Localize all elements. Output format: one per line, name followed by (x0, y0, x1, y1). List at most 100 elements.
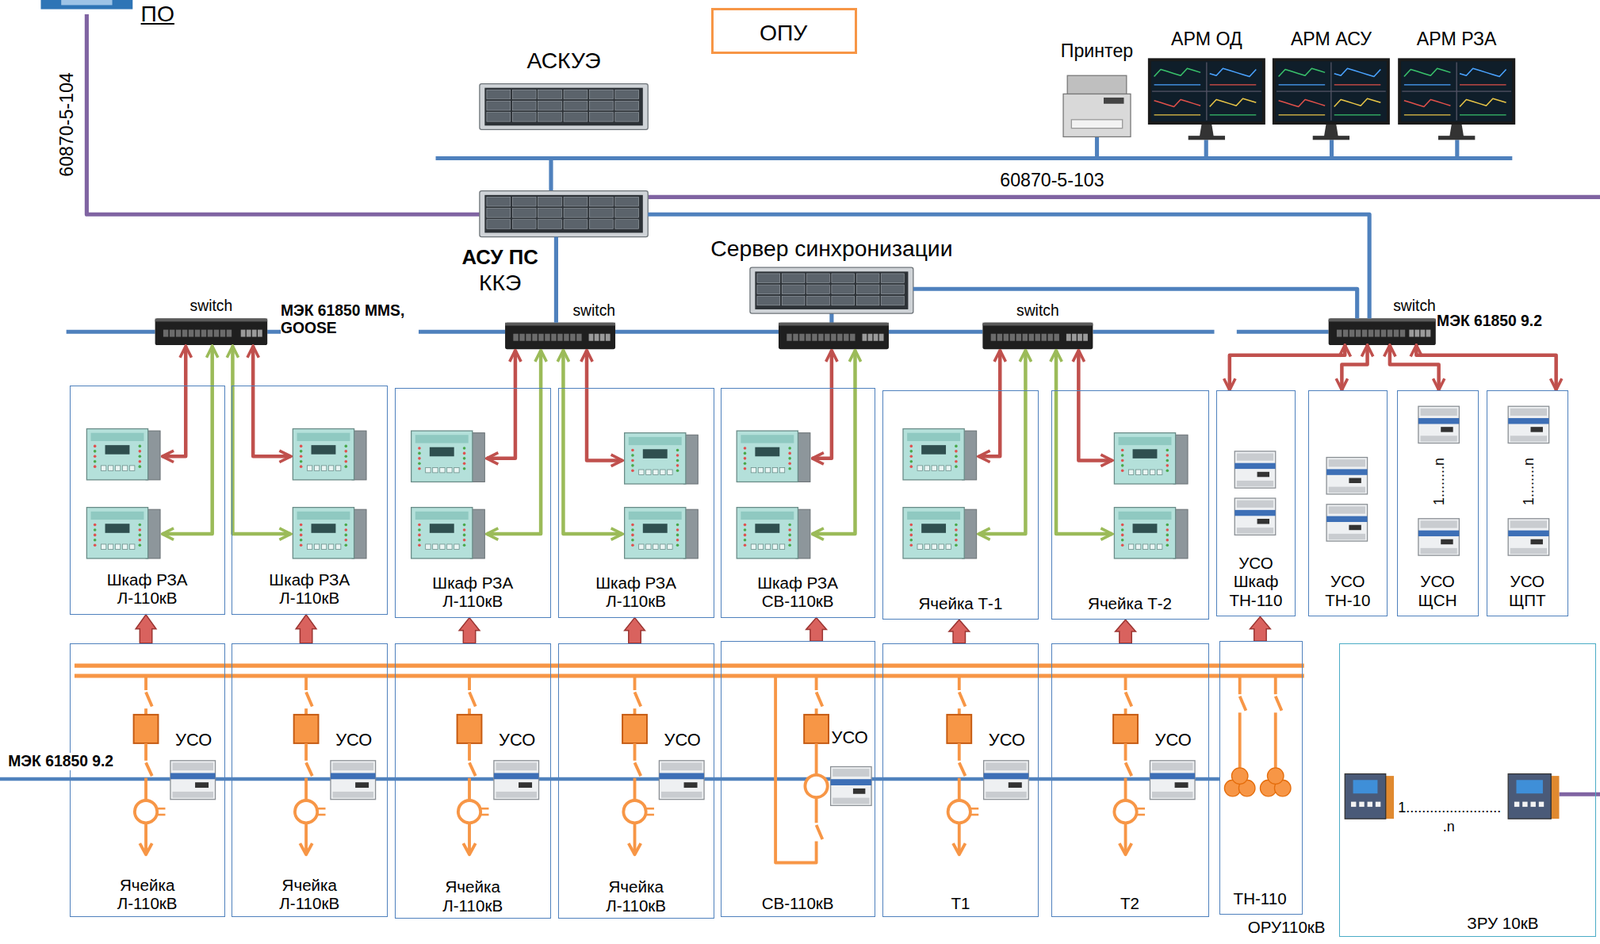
switch-port (182, 329, 188, 337)
bay-wire (144, 822, 148, 854)
drive-bay (856, 295, 880, 306)
node-text: УСО (335, 729, 381, 750)
switch-port (226, 329, 232, 337)
bay-box: ТН-110ОРУ110кВ (1219, 640, 1304, 915)
drive-bay (615, 89, 640, 100)
screen-chart (1404, 68, 1451, 77)
drive-bay (807, 295, 831, 306)
relay-screen (643, 523, 668, 533)
uso-body (658, 760, 705, 800)
relay-button (931, 465, 937, 471)
relay-button (1367, 801, 1373, 807)
relay-led (788, 543, 792, 547)
annotation-label: 1........................ (1397, 799, 1501, 816)
uso-body (1508, 518, 1549, 556)
relay-strip (740, 434, 794, 443)
network-bus (615, 329, 779, 334)
relay-led (344, 528, 348, 532)
switch-port (1041, 333, 1047, 341)
relay-led (299, 543, 303, 547)
relay-button (447, 543, 452, 549)
switch-port (220, 329, 226, 337)
uso-band (983, 772, 1030, 779)
relay-led (676, 463, 680, 467)
network-bus (66, 329, 156, 334)
node-text: switch (1379, 297, 1436, 315)
relay-led (1166, 538, 1170, 542)
relay-led (463, 538, 467, 542)
workstation: АРМ ОД (1148, 57, 1266, 125)
screen-chart (1154, 114, 1202, 115)
switch-port (525, 333, 531, 341)
current-transformer (804, 774, 827, 797)
drive-bay (831, 273, 855, 284)
relay-led (954, 533, 958, 537)
block-arrow (949, 619, 970, 644)
relay-led (631, 469, 635, 473)
connector (554, 237, 559, 323)
breaker-symbol (457, 714, 483, 743)
network-switch: switch (982, 322, 1093, 349)
relay-strip (297, 432, 351, 441)
transformer-lead (1136, 807, 1145, 810)
relay-front (292, 507, 354, 559)
current-transformer (948, 800, 971, 823)
relay-button (1156, 469, 1162, 475)
node-text: Т1 (909, 893, 1012, 913)
uso-terminals (1152, 761, 1193, 770)
uso-band (330, 772, 376, 779)
relay-strip (297, 511, 351, 520)
switch-port (1349, 329, 1355, 337)
switch-port (557, 333, 563, 341)
network-drop (1204, 139, 1209, 158)
printer: Принтер (1063, 75, 1131, 137)
uso-terminals (1236, 452, 1274, 460)
outgoing-arrow (463, 842, 475, 854)
transformer-lead (646, 807, 655, 810)
relay-button (750, 543, 756, 549)
disconnector-symbol (635, 692, 642, 707)
relay-led (631, 528, 635, 532)
drive-bay (538, 219, 563, 230)
relay-led (788, 533, 792, 537)
printer-body (1063, 93, 1131, 137)
relay-button (1142, 469, 1148, 475)
switch-port (1393, 329, 1399, 337)
bay-wire (957, 708, 961, 715)
relay-strip (907, 511, 961, 520)
screen-chart (1334, 98, 1382, 107)
switch-port (1362, 329, 1367, 337)
relay-button (1142, 543, 1148, 549)
relay-led (909, 528, 913, 532)
relay-led (788, 466, 792, 471)
switch-port (605, 333, 611, 341)
node-text: АСУ ПС (448, 245, 552, 270)
relay-front (903, 428, 965, 480)
switch-port (1022, 333, 1028, 341)
bay-wire (467, 822, 471, 854)
drive-bay (538, 100, 563, 111)
uso-terminals (1420, 520, 1457, 528)
annotation-label: МЭК 61850 9.2 (7, 752, 114, 770)
switch-port (805, 333, 811, 341)
relay-button (931, 543, 937, 549)
drive-bay (757, 284, 781, 295)
relay-led (954, 538, 958, 542)
relay-button (425, 466, 431, 472)
drive-bay (615, 219, 640, 230)
relay-led (463, 533, 467, 537)
switch-port (1343, 329, 1348, 337)
drive-bay (589, 196, 613, 207)
relay-front (411, 507, 473, 559)
relay-led (463, 528, 467, 532)
screen-chart (1278, 114, 1326, 115)
network-bus (1236, 329, 1329, 334)
connector (913, 288, 1358, 318)
relay-led (463, 456, 467, 460)
relay-button (667, 469, 673, 475)
switch-port (811, 333, 817, 341)
relay-led (909, 464, 913, 468)
relay-led (463, 461, 467, 465)
node-text: АРМ АСУ (1272, 28, 1390, 50)
